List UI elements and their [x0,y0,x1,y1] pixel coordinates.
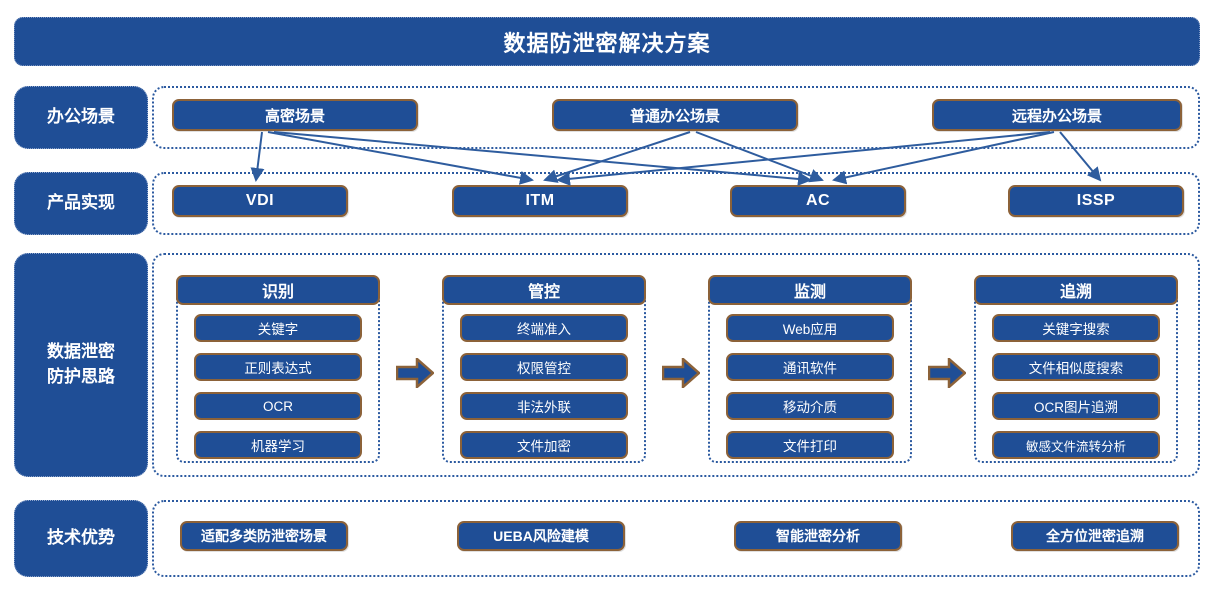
pillar-control-item-3[interactable]: 文件加密 [460,431,628,459]
row-label-product-text: 产品实现 [47,193,115,213]
pillar-control: 管控 终端准入 权限管控 非法外联 文件加密 [442,275,646,463]
product-box-vdi[interactable]: VDI [172,185,348,217]
pillar-identify-item-0-text: 关键字 [257,322,299,337]
scenario-box-remote-office[interactable]: 远程办公场景 [932,99,1182,131]
product-box-ac[interactable]: AC [730,185,906,217]
flow-arrow-control-to-monitor [661,356,701,390]
pillar-identify-item-1[interactable]: 正则表达式 [194,353,362,381]
row-label-protection-text: 数据泄密 防护思路 [47,342,115,386]
row-label-office-scenario: 办公场景 [14,86,148,149]
pillar-identify-header[interactable]: 识别 [176,275,380,305]
pillar-monitor: 监测 Web应用 通讯软件 移动介质 文件打印 [708,275,912,463]
pillar-identify-item-3[interactable]: 机器学习 [194,431,362,459]
pillar-trace-item-1-text: 文件相似度搜索 [1028,361,1124,376]
row-label-advantage: 技术优势 [14,500,148,577]
pillar-control-item-2[interactable]: 非法外联 [460,392,628,420]
advantage-box-1[interactable]: UEBA风险建模 [457,521,625,551]
flow-arrow-identify-to-control [395,356,435,390]
scenario-box-normal-office[interactable]: 普通办公场景 [552,99,798,131]
pillar-identify-item-1-text: 正则表达式 [244,361,312,376]
region-protection [152,253,1200,477]
pillar-control-item-0[interactable]: 终端准入 [460,314,628,342]
product-box-issp[interactable]: ISSP [1008,185,1184,217]
advantage-label-2: 智能泄密分析 [776,528,860,544]
product-label-0: VDI [245,192,275,209]
pillar-monitor-item-3[interactable]: 文件打印 [726,431,894,459]
pillar-identify: 识别 关键字 正则表达式 OCR 机器学习 [176,275,380,463]
pillar-monitor-item-1[interactable]: 通讯软件 [726,353,894,381]
pillar-identify-item-3-text: 机器学习 [251,439,305,454]
pillar-trace-header-text: 追溯 [1059,284,1092,301]
advantage-label-0: 适配多类防泄密场景 [201,528,327,544]
row-label-advantage-text: 技术优势 [47,528,115,548]
pillar-control-item-3-text: 文件加密 [517,439,571,454]
pillar-trace-item-3[interactable]: 敏感文件流转分析 [992,431,1160,459]
pillar-monitor-item-2-text: 移动介质 [783,400,837,415]
page-title-text: 数据防泄密解决方案 [503,30,711,56]
pillar-trace: 追溯 关键字搜索 文件相似度搜索 OCR图片追溯 敏感文件流转分析 [974,275,1178,463]
advantage-box-3[interactable]: 全方位泄密追溯 [1011,521,1179,551]
pillar-trace-item-2-text: OCR图片追溯 [1034,400,1118,415]
region-advantage [152,500,1200,577]
scenario-label-2: 远程办公场景 [1011,107,1102,125]
pillar-trace-item-3-text: 敏感文件流转分析 [1025,439,1126,454]
pillar-identify-item-2-text: OCR [263,398,293,414]
advantage-box-0[interactable]: 适配多类防泄密场景 [180,521,348,551]
product-label-1: ITM [525,192,555,209]
advantage-label-1: UEBA风险建模 [493,528,589,544]
pillar-trace-item-1[interactable]: 文件相似度搜索 [992,353,1160,381]
pillar-monitor-item-0-text: Web应用 [782,322,838,337]
pillar-monitor-item-3-text: 文件打印 [783,439,837,454]
pillar-trace-item-0-text: 关键字搜索 [1042,322,1110,337]
pillar-monitor-header-text: 监测 [793,284,826,301]
pillar-control-item-1[interactable]: 权限管控 [460,353,628,381]
row-label-office-scenario-text: 办公场景 [47,107,115,127]
row-label-protection: 数据泄密 防护思路 [14,253,148,477]
pillar-monitor-item-1-text: 通讯软件 [783,361,837,376]
pillar-trace-item-2[interactable]: OCR图片追溯 [992,392,1160,420]
pillar-identify-item-0[interactable]: 关键字 [194,314,362,342]
pillar-identify-header-text: 识别 [261,284,294,301]
pillar-control-item-2-text: 非法外联 [517,400,571,415]
pillar-identify-item-2[interactable]: OCR [194,392,362,420]
pillar-trace-header[interactable]: 追溯 [974,275,1178,305]
pillar-control-item-0-text: 终端准入 [517,322,571,337]
pillar-monitor-item-2[interactable]: 移动介质 [726,392,894,420]
advantage-box-2[interactable]: 智能泄密分析 [734,521,902,551]
scenario-box-high-security[interactable]: 高密场景 [172,99,418,131]
scenario-label-1: 普通办公场景 [629,107,720,125]
pillar-monitor-header[interactable]: 监测 [708,275,912,305]
flow-arrow-monitor-to-trace [927,356,967,390]
product-label-2: AC [805,192,831,209]
product-label-3: ISSP [1076,192,1116,209]
pillar-monitor-item-0[interactable]: Web应用 [726,314,894,342]
row-label-product: 产品实现 [14,172,148,235]
pillar-control-item-1-text: 权限管控 [517,361,571,376]
pillar-trace-item-0[interactable]: 关键字搜索 [992,314,1160,342]
advantage-label-3: 全方位泄密追溯 [1046,528,1144,544]
page-title: 数据防泄密解决方案 [14,17,1200,66]
scenario-label-0: 高密场景 [264,107,325,125]
pillar-control-header[interactable]: 管控 [442,275,646,305]
product-box-itm[interactable]: ITM [452,185,628,217]
pillar-control-header-text: 管控 [527,284,560,301]
